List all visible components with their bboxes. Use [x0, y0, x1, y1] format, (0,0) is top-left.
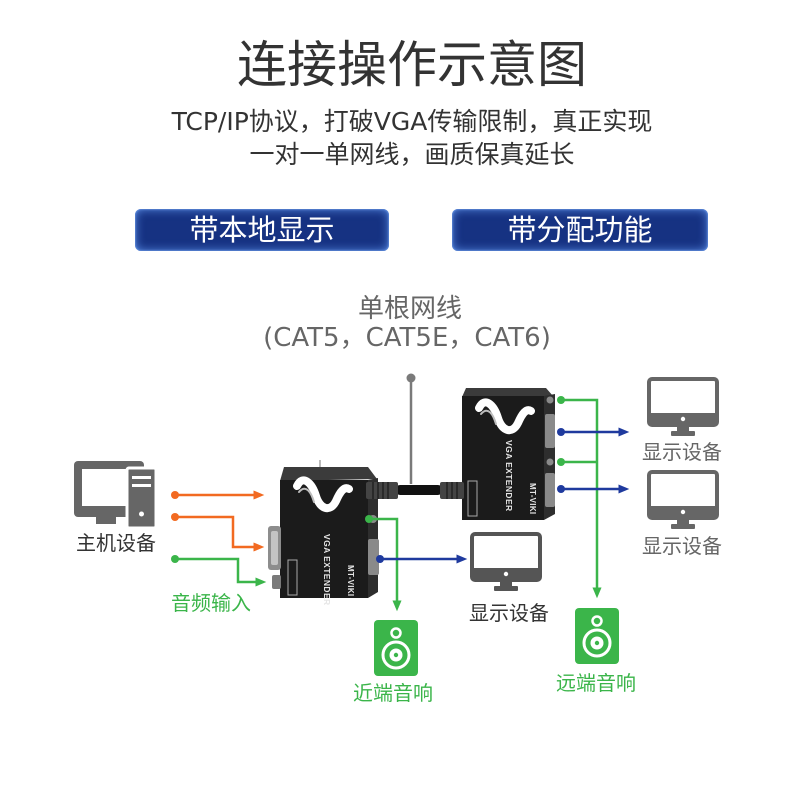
vga-output-port — [368, 539, 379, 575]
remote-audio-arrow — [561, 398, 602, 599]
tower-drive-slot — [132, 476, 151, 479]
local-display-label: 显示设备 — [469, 601, 549, 625]
feature-badge-local-display: 带本地显示 — [135, 209, 389, 251]
vga-signal-arrow — [175, 515, 265, 552]
device-sticker — [287, 559, 298, 596]
computer-icon — [74, 461, 158, 530]
speaker-icon — [575, 608, 619, 664]
audio-input-port — [272, 575, 281, 589]
cable-pointer-dot — [406, 373, 416, 383]
device-brand-text: MT-VIKI — [346, 565, 355, 596]
subtitle-line-1: TCP/IP协议，打破VGA传输限制，真正实现 — [171, 107, 653, 136]
local-audio-arrow — [369, 517, 402, 612]
computer-stand — [96, 517, 116, 524]
speaker-icon — [374, 620, 418, 676]
audio-output-port — [546, 458, 554, 466]
device-top-face — [280, 467, 377, 481]
audio-input-arrow — [175, 557, 267, 587]
ribbon-logo-edge — [298, 487, 315, 503]
vga-input-port-inner — [271, 531, 278, 565]
remote-display-label: 显示设备 — [642, 534, 722, 558]
ribbon-logo — [293, 476, 353, 513]
source-label: 主机设备 — [76, 531, 156, 555]
device-sticker — [467, 480, 478, 517]
tower-power-button — [139, 511, 144, 517]
audio-input-label: 音频输入 — [171, 591, 251, 615]
vga-output-port — [545, 414, 555, 448]
device-model-text: VGA EXTENDER — [322, 534, 332, 606]
local-speaker-label: 近端音响 — [353, 681, 433, 705]
audio-output-port — [546, 396, 554, 404]
page-title: 连接操作示意图 — [237, 36, 587, 94]
vga-extender-transmitter: VGA EXTENDER MT-VIKI — [268, 460, 379, 606]
subtitle-line-2: 一对一单网线，画质保真延长 — [249, 140, 575, 169]
device-model-text: VGA EXTENDER — [504, 440, 514, 512]
rj45-plug-left — [366, 482, 398, 499]
device-top-face — [462, 388, 553, 397]
network-cable — [366, 482, 464, 499]
monitor-icon — [470, 532, 542, 592]
remote-speaker-label: 远端音响 — [556, 671, 636, 695]
cable-label: 单根网线 — [358, 294, 462, 324]
device-front-face — [462, 396, 544, 520]
remote-display-label: 显示设备 — [642, 440, 722, 464]
ribbon-logo-edge — [480, 409, 497, 425]
vga-extender-receiver: VGA EXTENDER MT-VIKI — [462, 388, 555, 520]
cable-types: (CAT5，CAT5E，CAT6) — [263, 323, 551, 353]
monitor-icon — [647, 470, 719, 530]
cable-wire — [395, 485, 443, 495]
vga-output-port — [545, 473, 555, 507]
device-brand-text: MT-VIKI — [528, 483, 537, 514]
device-front-face — [280, 480, 368, 598]
tower-drive-slot — [132, 484, 151, 487]
feature-badge-distribution: 带分配功能 — [452, 209, 708, 251]
monitor-icon — [647, 377, 719, 437]
computer-tower — [125, 466, 158, 530]
ribbon-logo — [475, 398, 535, 435]
